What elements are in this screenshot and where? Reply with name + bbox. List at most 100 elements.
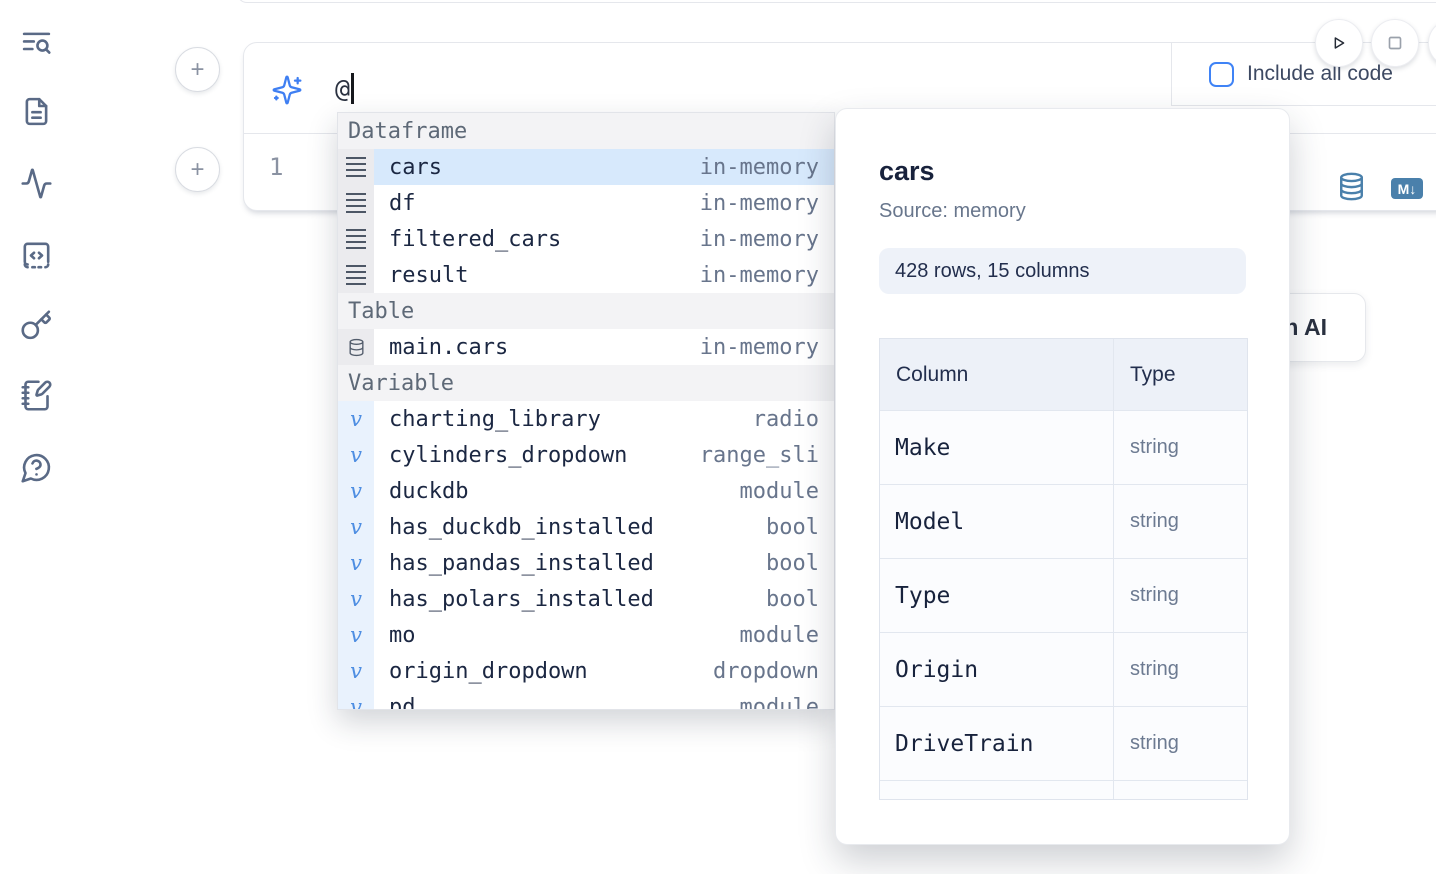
add-cell-below-button[interactable]: + <box>175 147 220 192</box>
completion-item-content: duckdbmodule <box>374 473 834 509</box>
completion-item-gutter: v <box>338 653 374 689</box>
sparkles-ai-icon <box>271 74 303 106</box>
completion-item-gutter <box>338 149 374 185</box>
menu-section-header: Dataframe <box>338 113 834 149</box>
completion-item-content: cylinders_dropdownrange_sli <box>374 437 834 473</box>
help-chat-icon[interactable] <box>20 451 53 484</box>
completion-menu: Dataframecarsin-memorydfin-memoryfiltere… <box>337 112 835 710</box>
schema-table-row: Modelstring <box>880 484 1247 558</box>
completion-item-gutter: v <box>338 437 374 473</box>
completion-item-content: origin_dropdown dropdown <box>374 653 834 689</box>
completion-item[interactable]: v has_polars_installed bool <box>338 581 834 617</box>
schema-table-row: Originstring <box>880 632 1247 706</box>
completion-item-content: dfin-memory <box>374 185 834 221</box>
completion-item[interactable]: v has_duckdb_installedbool <box>338 509 834 545</box>
schema-column-name: Model <box>880 485 1114 558</box>
add-cell-above-button[interactable]: + <box>175 47 220 92</box>
completion-item-content: carsin-memory <box>374 149 834 185</box>
line-number: 1 <box>269 153 283 181</box>
ai-prompt-input[interactable]: @ <box>335 73 354 104</box>
completion-item-gutter <box>338 221 374 257</box>
preview-title: cars <box>879 156 1246 187</box>
file-document-icon[interactable] <box>20 95 53 128</box>
stop-button[interactable] <box>1371 19 1419 67</box>
completion-item-label: has_pandas_installed <box>389 551 654 576</box>
completion-item-content: has_pandas_installed bool <box>374 545 834 581</box>
completion-item-label: filtered_cars <box>389 227 561 252</box>
completion-item-label: df <box>389 191 416 216</box>
completion-item[interactable]: carsin-memory <box>338 149 834 185</box>
menu-section-header: Variable <box>338 365 834 401</box>
completion-item[interactable]: resultin-memory <box>338 257 834 293</box>
dataframe-preview-panel: cars Source: memory 428 rows, 15 columns… <box>835 108 1290 845</box>
type-header: Type <box>1114 339 1247 410</box>
completion-item-gutter: v <box>338 545 374 581</box>
completion-item[interactable]: v charting_library radio <box>338 401 834 437</box>
database-icon[interactable] <box>1337 172 1366 201</box>
dataframe-icon <box>346 229 366 249</box>
completion-item-gutter: v <box>338 689 374 710</box>
completion-item-type: radio <box>753 407 819 432</box>
completion-item-gutter <box>338 257 374 293</box>
completion-item-label: cars <box>389 155 442 180</box>
run-cell-button[interactable] <box>1315 19 1363 67</box>
variable-icon: v <box>350 517 362 538</box>
completion-item-type: in-memory <box>700 227 819 252</box>
completion-item-content: has_duckdb_installedbool <box>374 509 834 545</box>
completion-item[interactable]: dfin-memory <box>338 185 834 221</box>
completion-item-content: main.carsin-memory <box>374 329 834 365</box>
completion-item-type: range_sli <box>700 443 819 468</box>
completion-item[interactable]: v cylinders_dropdownrange_sli <box>338 437 834 473</box>
key-icon[interactable] <box>20 307 53 344</box>
completion-item-gutter: v <box>338 617 374 653</box>
completion-item[interactable]: v duckdbmodule <box>338 473 834 509</box>
completion-item[interactable]: vpdmodule <box>338 689 834 710</box>
dataframe-icon <box>346 157 366 177</box>
completion-item[interactable]: filtered_cars in-memory <box>338 221 834 257</box>
completion-item-content: has_polars_installed bool <box>374 581 834 617</box>
include-all-code-label: Include all code <box>1247 62 1393 86</box>
schema-column-type: string <box>1114 485 1247 558</box>
schema-column-type: string <box>1114 411 1247 484</box>
completion-item-label: origin_dropdown <box>389 659 588 684</box>
schema-table-row: Typestring <box>880 558 1247 632</box>
dataframe-icon <box>346 193 366 213</box>
schema-table: Column Type MakestringModelstringTypestr… <box>879 338 1248 800</box>
notebook-pen-icon[interactable] <box>20 379 53 412</box>
variable-icon: v <box>350 661 362 682</box>
completion-item[interactable]: v has_pandas_installed bool <box>338 545 834 581</box>
completion-item-type: bool <box>766 551 819 576</box>
variable-icon: v <box>350 589 362 610</box>
schema-column-name: Make <box>880 411 1114 484</box>
text-search-icon[interactable] <box>20 27 53 60</box>
completion-item-gutter: v <box>338 581 374 617</box>
variable-icon: v <box>350 409 362 430</box>
completion-item[interactable]: main.carsin-memory <box>338 329 834 365</box>
schema-table-header: Column Type <box>880 339 1247 410</box>
activity-icon[interactable] <box>20 167 53 200</box>
markdown-icon[interactable]: M↓ <box>1391 178 1423 199</box>
schema-column-type: string <box>1114 559 1247 632</box>
schema-column-type: string <box>1114 707 1247 780</box>
completion-item-type: dropdown <box>713 659 819 684</box>
completion-item-type: bool <box>766 587 819 612</box>
completion-item-gutter <box>338 329 374 365</box>
completion-item-label: charting_library <box>389 407 601 432</box>
dataframe-icon <box>346 265 366 285</box>
variable-icon: v <box>350 481 362 502</box>
completion-item-gutter: v <box>338 509 374 545</box>
include-all-code-checkbox[interactable] <box>1209 62 1234 87</box>
completion-item-label: main.cars <box>389 335 508 360</box>
completion-item[interactable]: v origin_dropdown dropdown <box>338 653 834 689</box>
schema-table-row: DriveTrainstring <box>880 706 1247 780</box>
variable-icon: v <box>350 445 362 466</box>
completion-item-type: module <box>740 623 819 648</box>
completion-item-label: has_polars_installed <box>389 587 654 612</box>
completion-item-gutter: v <box>338 473 374 509</box>
schema-column-type: string <box>1114 633 1247 706</box>
completion-item[interactable]: vmomodule <box>338 617 834 653</box>
variable-icon: v <box>350 625 362 646</box>
code-square-icon[interactable] <box>20 239 53 272</box>
schema-table-row: Makestring <box>880 410 1247 484</box>
